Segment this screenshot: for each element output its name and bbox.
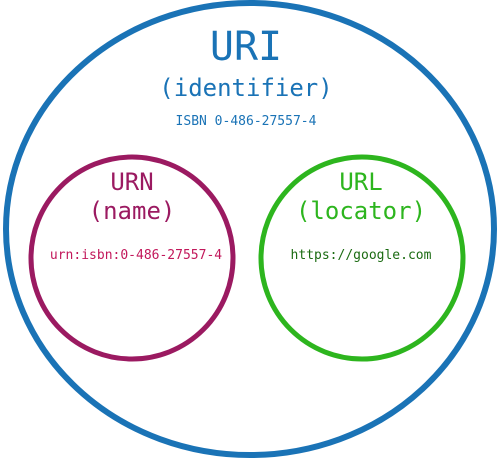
urn-subtitle: (name) [89, 197, 176, 225]
uri-circle [3, 0, 497, 458]
url-circle [258, 154, 466, 362]
uri-subtitle: (identifier) [159, 74, 332, 102]
urn-title: URN [110, 168, 153, 196]
uri-title: URI [210, 24, 282, 70]
urn-example: urn:isbn:0-486-27557-4 [50, 248, 222, 263]
uri-example: ISBN 0-486-27557-4 [176, 114, 317, 129]
urn-circle [28, 154, 236, 362]
url-example: https://google.com [291, 248, 432, 263]
url-subtitle: (locator) [296, 197, 426, 225]
url-title: URL [339, 168, 382, 196]
